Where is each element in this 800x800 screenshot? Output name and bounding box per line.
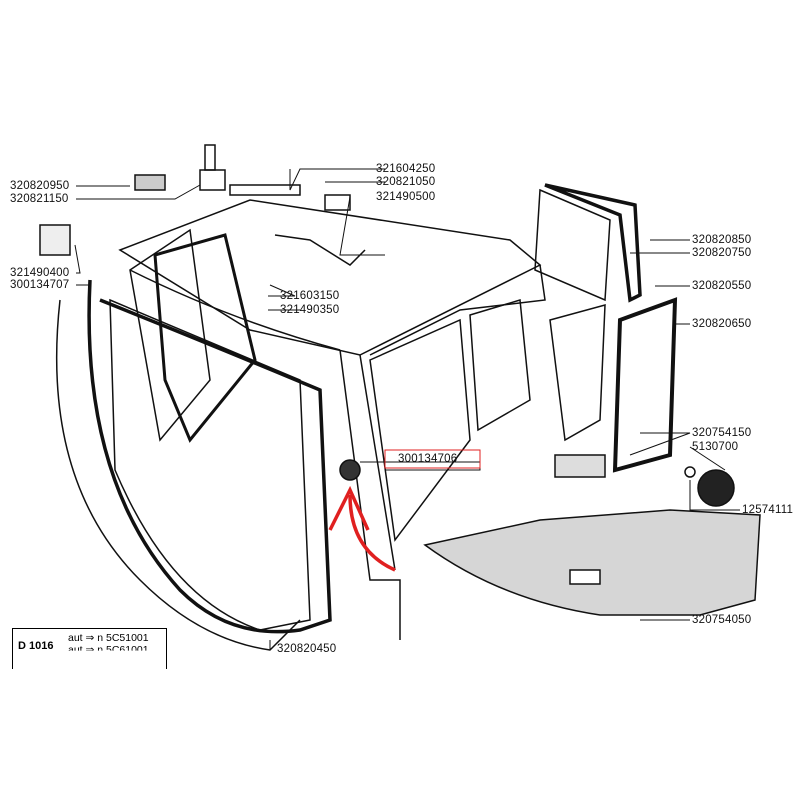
part-label: 320754150	[692, 427, 752, 439]
part-label-highlighted: 300134706	[398, 453, 458, 465]
part-label: 320820650	[692, 318, 752, 330]
ashtray	[554, 454, 606, 478]
serial-row: aut ⇒ n 5C61001	[68, 644, 149, 656]
part-label: 321490350	[280, 304, 340, 316]
part-label: 320821050	[376, 176, 436, 188]
knob-part	[339, 459, 361, 481]
door-window	[369, 318, 471, 542]
side-seal	[612, 297, 678, 473]
part-label: 320820850	[692, 234, 752, 246]
model-label: D 1016	[18, 640, 54, 652]
serial-row: aut ⇒ n 5C51001	[68, 632, 149, 644]
part-label: 320754050	[692, 614, 752, 626]
part-label: 321490500	[376, 191, 436, 203]
side-glass	[549, 304, 606, 442]
part-label: 320820450	[277, 643, 337, 655]
part-label: 12574111	[742, 504, 794, 516]
highlight-arrow	[348, 494, 396, 572]
part-label: 321604250	[376, 163, 436, 175]
floor-mat	[423, 509, 761, 616]
part-label: 321490400	[10, 267, 70, 279]
part-label: 5130700	[692, 441, 739, 453]
front-seal	[87, 279, 332, 634]
badge-emblem	[697, 469, 735, 507]
serial-box	[12, 628, 167, 669]
part-label: 320820950	[10, 180, 70, 192]
part-label: 321603150	[280, 290, 340, 302]
part-label: 320821150	[10, 193, 69, 205]
highlight-box	[384, 449, 481, 469]
part-label: 320820750	[692, 247, 752, 259]
front-glass	[55, 299, 301, 651]
part-label: 300134707	[10, 279, 70, 291]
part-label: 320820550	[692, 280, 752, 292]
rear-seal	[544, 183, 642, 303]
